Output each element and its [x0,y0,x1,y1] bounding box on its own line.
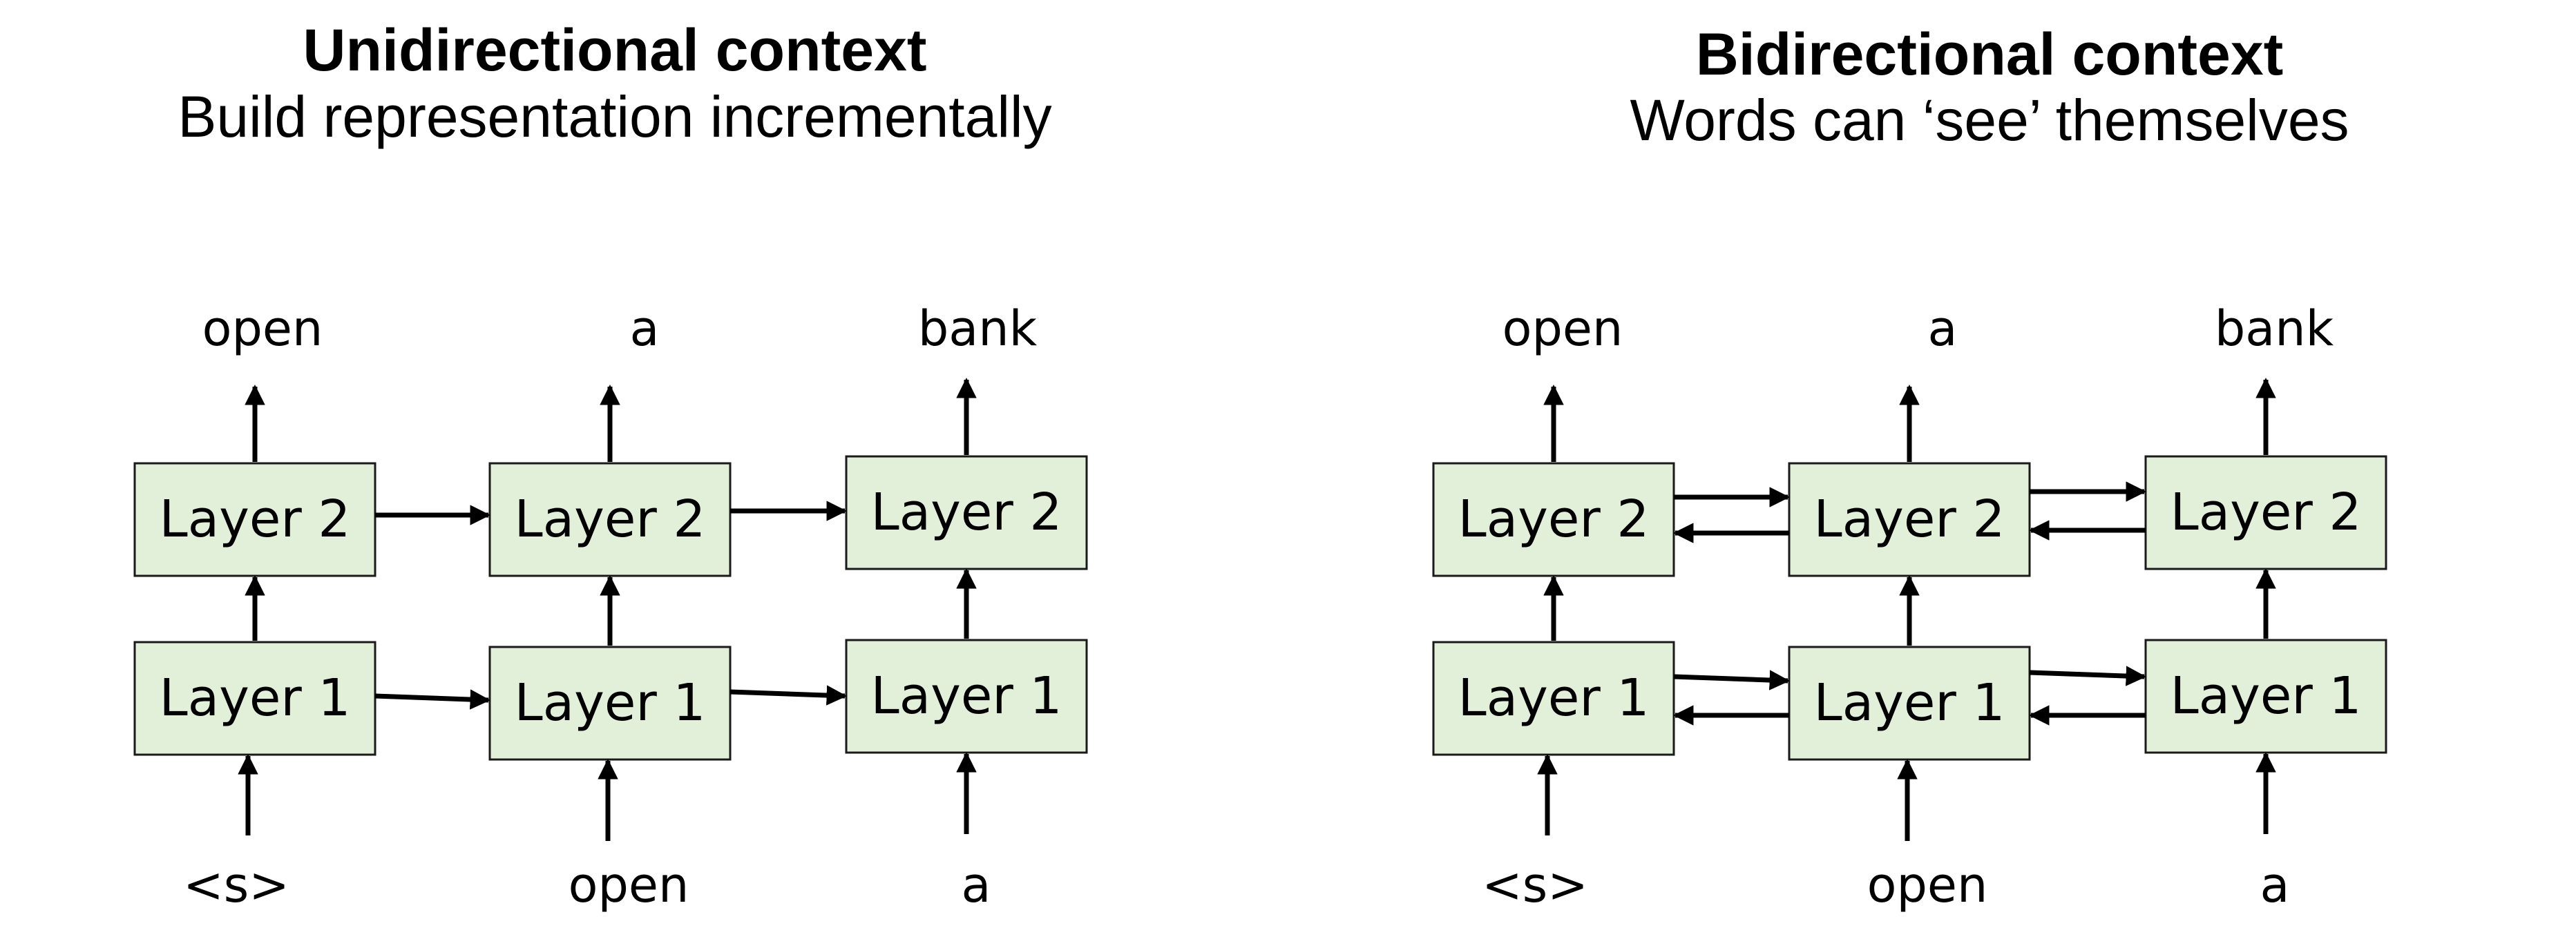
input-word-3: a [962,857,991,913]
layer2-label: Layer 2 [160,490,351,549]
layer2-label: Layer 2 [2170,483,2362,542]
layer1-box-1: Layer 1 [1432,641,1675,756]
bidirectional-title: Bidirectional context [1696,21,2284,88]
output-word-3: bank [2215,300,2334,357]
layer2-label: Layer 2 [515,490,706,549]
forward-arrow [1673,670,1790,690]
unidirectional-panel: Unidirectional context Build representat… [133,17,1088,913]
layer2-label: Layer 2 [871,483,1062,542]
input-word-1: <s> [1482,857,1588,913]
layer1-box-1: Layer 1 [133,641,376,756]
output-word-1: open [202,300,323,357]
layer2-box-1: Layer 2 [1432,462,1675,577]
layer2-box-3: Layer 2 [845,455,1088,570]
forward-arrow [374,689,490,710]
unidirectional-subtitle: Build representation incrementally [178,84,1051,149]
layer2-box-3: Layer 2 [2144,455,2387,570]
output-word-1: open [1502,300,1623,357]
input-word-1: <s> [183,857,289,913]
layer1-label: Layer 1 [1458,668,1650,728]
layer1-box-3: Layer 1 [845,639,1088,754]
unidirectional-arrows [238,378,977,841]
layer2-box-1: Layer 2 [133,462,376,577]
layer1-label: Layer 1 [160,668,351,728]
forward-arrow [729,685,847,706]
layer1-box-2: Layer 1 [488,646,732,761]
layer1-label: Layer 1 [2170,666,2362,726]
layer2-label: Layer 2 [1458,490,1650,549]
layer1-box-2: Layer 1 [1788,646,2031,761]
layer1-label: Layer 1 [515,673,706,733]
forward-arrow [2029,666,2146,686]
input-word-2: open [569,857,689,913]
output-word-2: a [630,300,660,357]
output-word-2: a [1928,300,1958,357]
layer2-label: Layer 2 [1814,490,2005,549]
layer2-box-2: Layer 2 [488,462,732,577]
layer1-label: Layer 1 [1814,673,2005,733]
input-word-3: a [2260,857,2290,913]
bidirectional-arrows [1537,378,2276,841]
input-word-2: open [1867,857,1988,913]
layer2-box-2: Layer 2 [1788,462,2031,577]
bidirectional-panel: Bidirectional context Words can ‘see’ th… [1432,21,2387,913]
layer1-box-3: Layer 1 [2144,639,2387,754]
layer1-label: Layer 1 [871,666,1062,726]
output-word-3: bank [918,300,1038,357]
unidirectional-title: Unidirectional context [303,17,926,84]
bidirectional-subtitle: Words can ‘see’ themselves [1630,88,2349,153]
